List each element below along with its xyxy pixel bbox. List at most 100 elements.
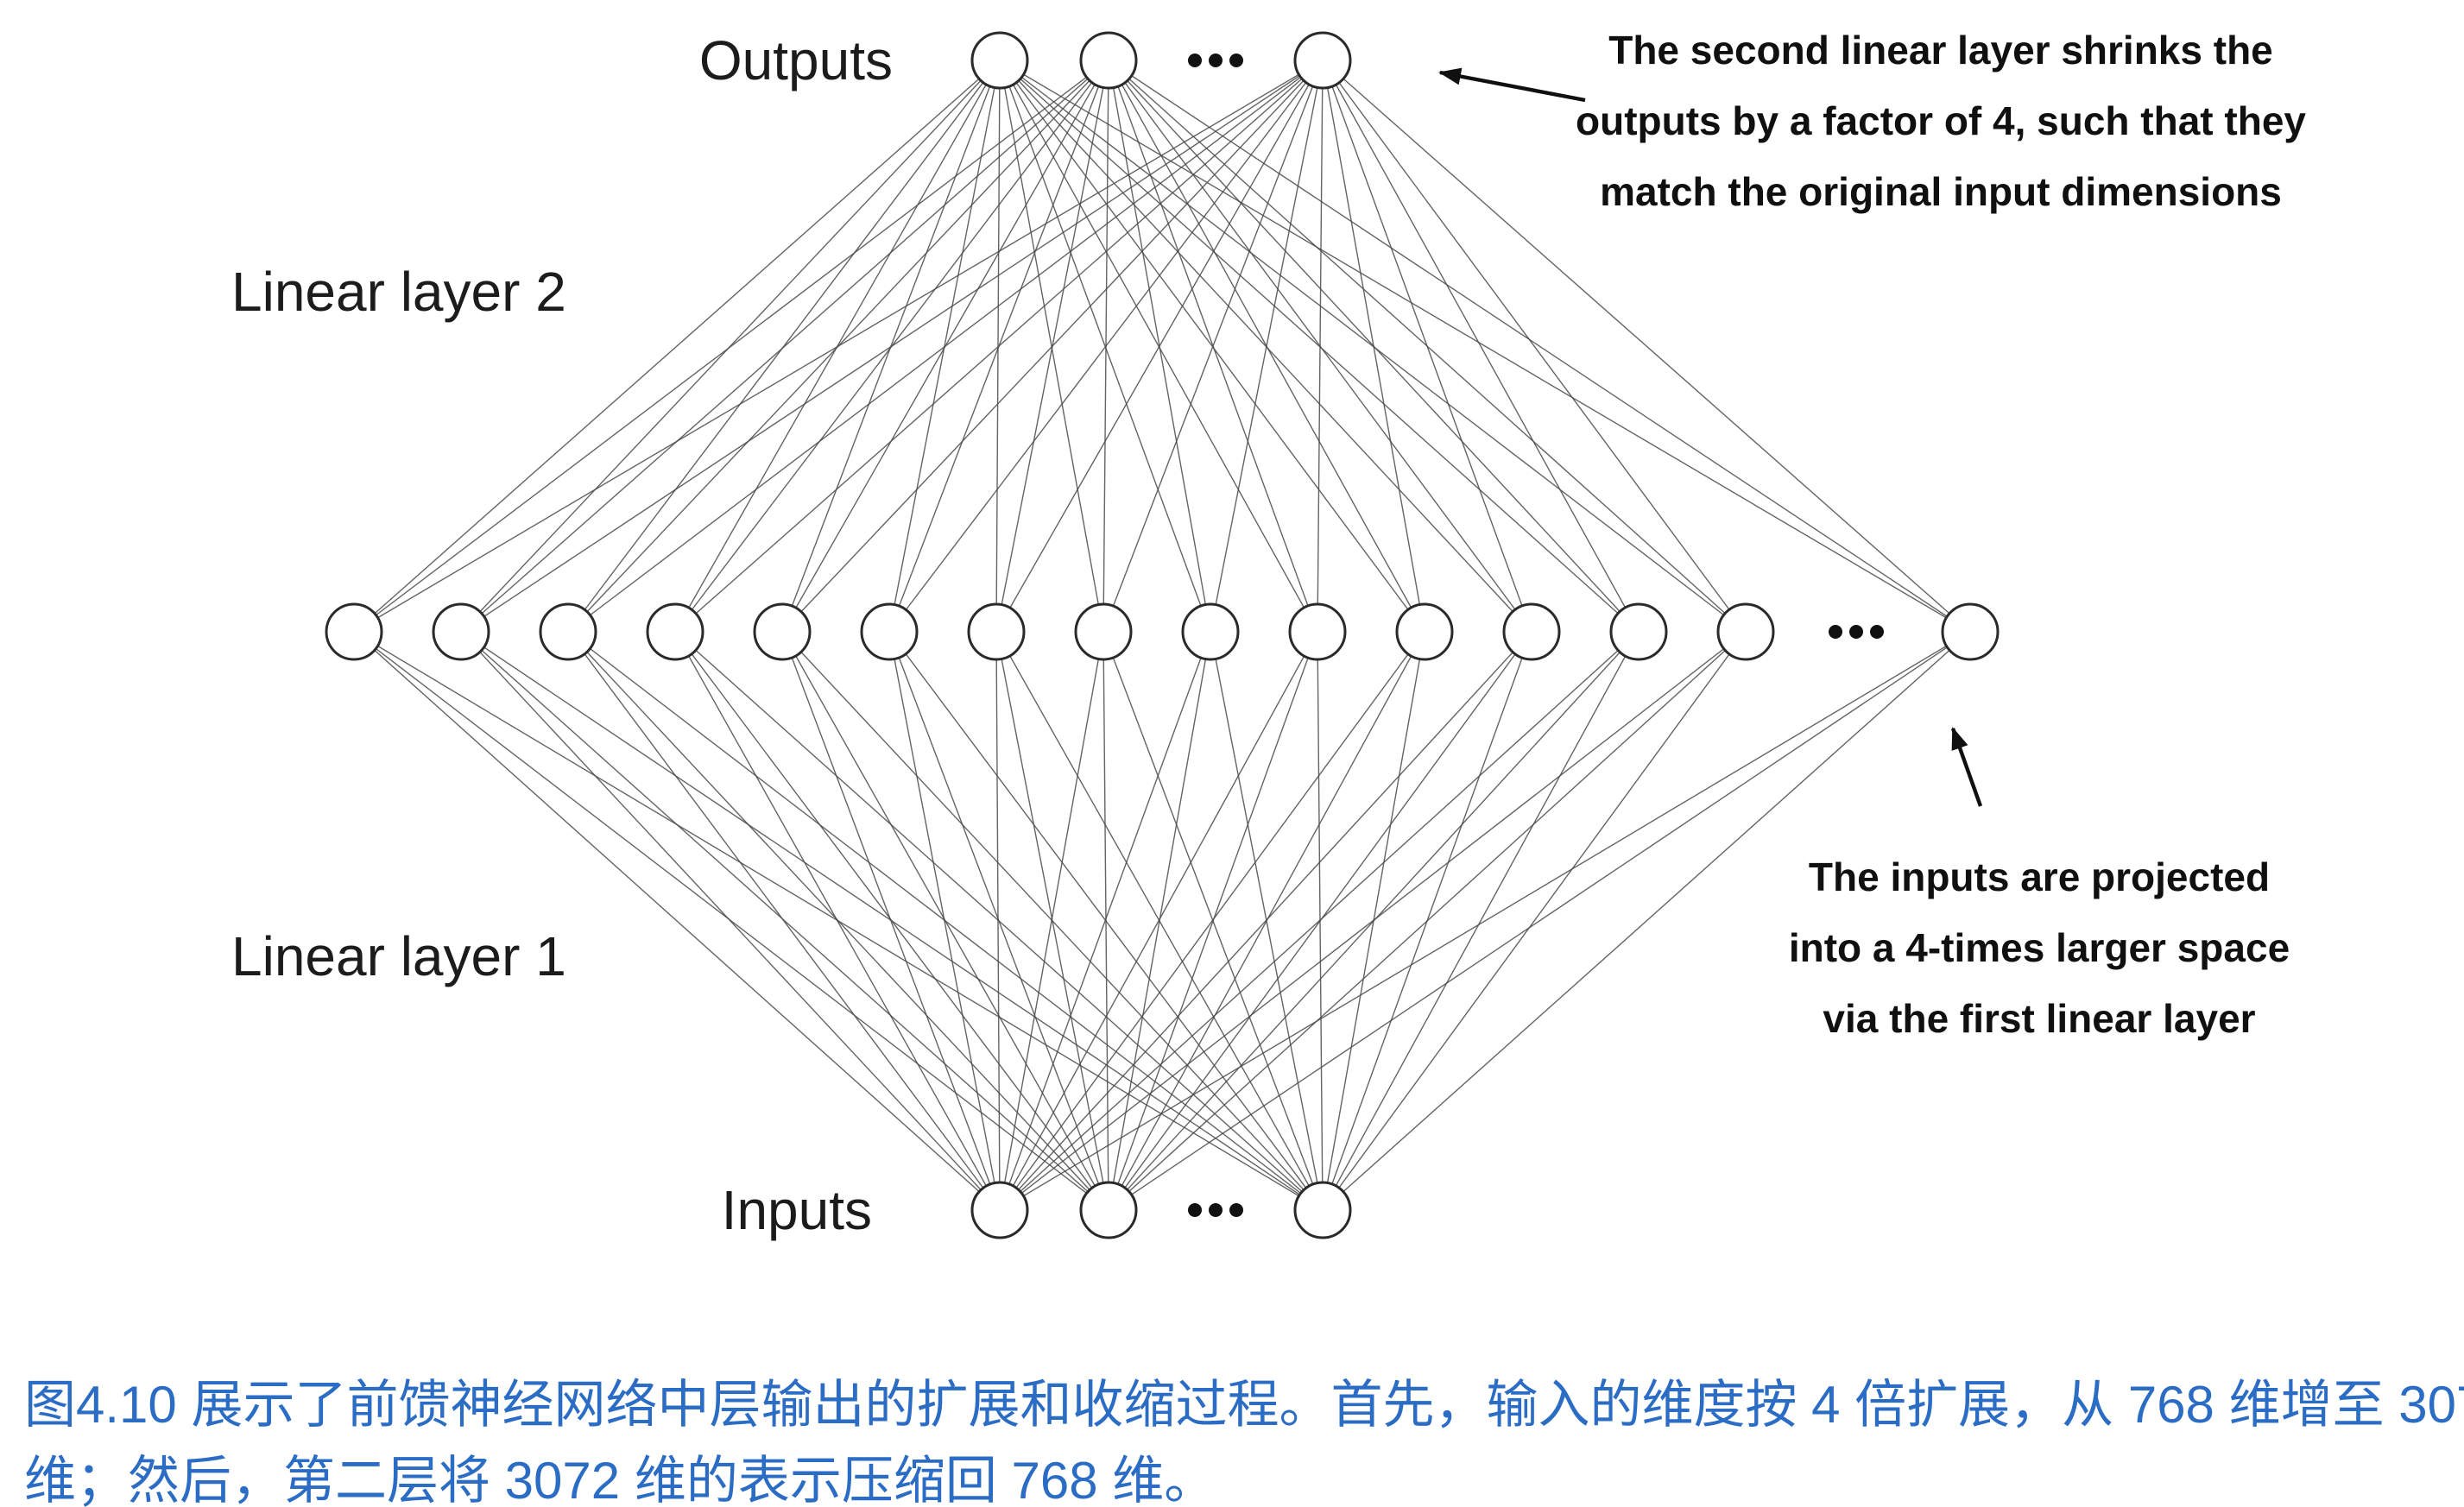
edge-line	[353, 60, 1109, 633]
arrow-to-middle-node-icon	[1950, 727, 1983, 807]
edge-line	[999, 60, 1211, 633]
edge-line	[999, 60, 1640, 633]
neuron-node	[1079, 1181, 1138, 1239]
edge-line	[1322, 60, 1640, 633]
edge-line	[1102, 631, 1324, 1211]
edge-line	[1322, 631, 1640, 1211]
edge-line	[1322, 631, 1747, 1211]
caption-line-1: 图4.10 展示了前馈神经网络中层输出的扩展和收缩过程。首先，输入的维度按 4 …	[24, 1376, 2464, 1434]
edge-line	[888, 631, 1324, 1211]
edge-line	[353, 631, 1324, 1211]
edge-line	[999, 631, 1318, 1211]
annotation-bottom-right: The inputs are projected into a 4-times …	[1789, 727, 2290, 1041]
edge-line	[1322, 60, 1971, 633]
edge-line	[999, 631, 1747, 1211]
ellipsis-dot-icon	[1209, 1203, 1223, 1217]
edge-line	[1108, 631, 1971, 1211]
annotation-top-right-line-3: match the original input dimensions	[1600, 169, 2282, 214]
annotation-top-right-line-1: The second linear layer shrinks the	[1608, 28, 2273, 73]
edge-line	[781, 60, 1109, 633]
edge-line	[1322, 631, 1425, 1211]
annotation-bottom-right-line-1: The inputs are projected	[1809, 854, 2270, 899]
edge-line	[1317, 631, 1324, 1211]
neuron-node	[860, 602, 919, 661]
linear-layer-2-label: Linear layer 2	[231, 261, 566, 323]
neuron-node	[1181, 602, 1240, 661]
neuron-node	[325, 602, 383, 661]
annotation-bottom-right-line-2: into a 4-times larger space	[1789, 925, 2290, 970]
ellipsis-dot-icon	[1209, 54, 1223, 67]
edge-line	[1108, 60, 1318, 633]
edge-line	[781, 60, 1001, 633]
edge-line	[353, 60, 1001, 633]
edge-line	[1108, 60, 1425, 633]
edge-line	[999, 631, 1425, 1211]
ellipsis-dot-icon	[1229, 54, 1243, 67]
edge-line	[1210, 631, 1324, 1211]
edge-line	[567, 60, 1109, 633]
ellipsis-dot-icon	[1188, 1203, 1202, 1217]
ellipsis-dot-icon	[1229, 1203, 1243, 1217]
ellipsis-dot-icon	[1188, 54, 1202, 67]
edge-line	[674, 60, 1001, 633]
neuron-node	[1395, 602, 1454, 661]
edge-line	[674, 60, 1109, 633]
edge-line	[781, 631, 1324, 1211]
neuron-node	[1502, 602, 1561, 661]
caption-line-2: 维；然后，第二层将 3072 维的表示压缩回 768 维。	[24, 1452, 1216, 1507]
edge-line	[999, 60, 1104, 633]
inputs-label: Inputs	[722, 1179, 872, 1241]
edge-line	[460, 60, 1109, 633]
neuron-node	[646, 602, 704, 661]
ellipsis-dot-icon	[1829, 625, 1842, 639]
neuron-node	[1074, 602, 1133, 661]
edge-line	[1108, 60, 1971, 633]
neuron-node	[1293, 1181, 1352, 1239]
edge-line	[999, 60, 1318, 633]
edge-line	[999, 631, 1640, 1211]
ellipsis-dot-icon	[1849, 625, 1863, 639]
edge-line	[999, 60, 1532, 633]
edge-line	[1108, 60, 1211, 633]
neuron-node	[539, 602, 597, 661]
edge-line	[999, 60, 1747, 633]
edge-line	[999, 631, 1971, 1211]
neuron-node	[1293, 31, 1352, 90]
edge-line	[1322, 631, 1532, 1211]
edge-line	[460, 60, 1001, 633]
edge-line	[1322, 60, 1747, 633]
outputs-label: Outputs	[699, 29, 893, 91]
edge-line	[460, 631, 1324, 1211]
annotation-top-right-line-2: outputs by a factor of 4, such that they	[1576, 98, 2306, 143]
neuron-node	[753, 602, 812, 661]
edge-line	[999, 631, 1532, 1211]
edge-line	[567, 60, 1001, 633]
neuron-node	[1716, 602, 1775, 661]
neuron-node	[1288, 602, 1347, 661]
edges-layer	[353, 60, 1971, 1211]
edge-line	[995, 60, 1109, 633]
edge-line	[353, 631, 1109, 1211]
edge-line	[567, 631, 1324, 1211]
edge-line	[888, 60, 1109, 633]
nodes-layer	[325, 31, 2000, 1239]
ellipsis-dot-icon	[1870, 625, 1884, 639]
neuron-node	[1079, 31, 1138, 90]
edge-line	[353, 631, 1001, 1211]
neuron-node	[1609, 602, 1668, 661]
edge-line	[1322, 631, 1971, 1211]
neuron-node	[970, 1181, 1029, 1239]
ellipsis-dots-layer	[1188, 54, 1884, 1217]
edge-line	[999, 60, 1425, 633]
edge-line	[999, 631, 1211, 1211]
edge-line	[674, 631, 1324, 1211]
annotation-bottom-right-line-3: via the first linear layer	[1823, 996, 2255, 1041]
edge-line	[995, 631, 1324, 1211]
edge-line	[1108, 60, 1747, 633]
edge-line	[999, 631, 1104, 1211]
edge-line	[888, 60, 1001, 633]
edge-line	[460, 631, 1109, 1211]
arrow-to-output-node-icon	[1438, 67, 1586, 103]
